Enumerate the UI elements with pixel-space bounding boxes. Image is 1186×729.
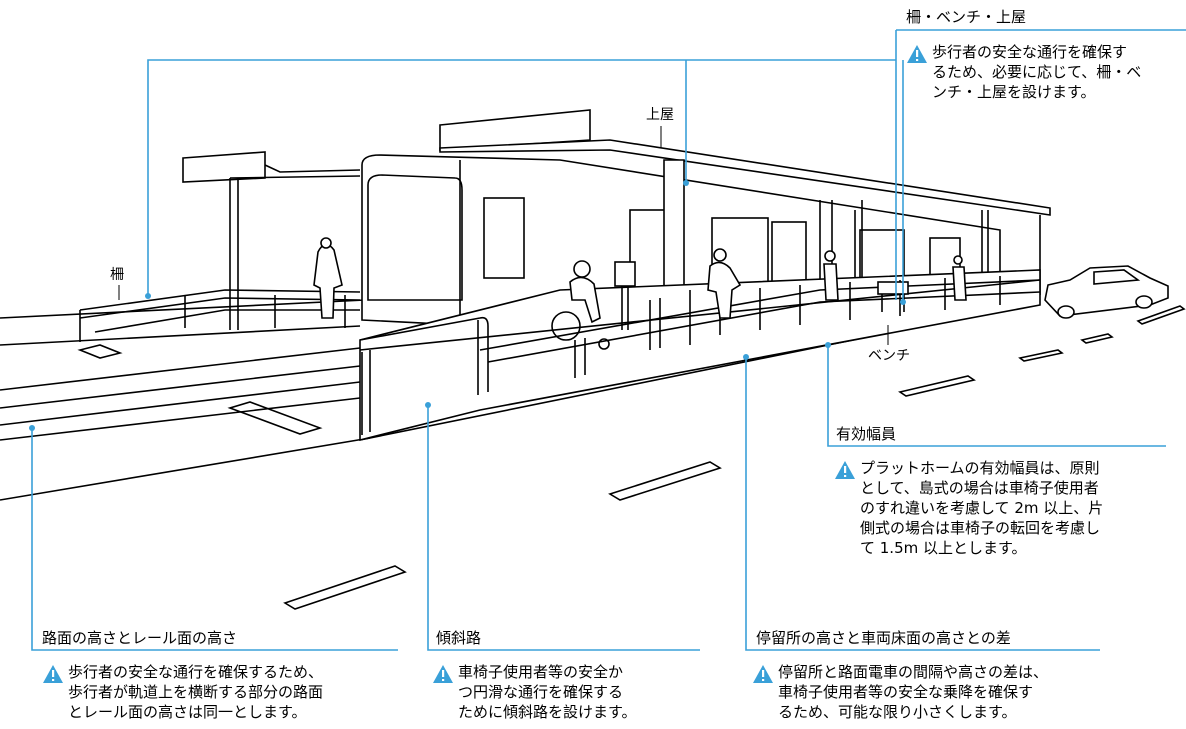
roof-label: 上屋 bbox=[646, 107, 674, 123]
ramp-title: 傾斜路 bbox=[436, 629, 482, 647]
warning-triangle-icon bbox=[907, 45, 927, 63]
warning-triangle-icon bbox=[753, 665, 773, 683]
road-rail-note: 歩行者の安全な通行を確保するため、 歩行者が軌道上を横断する部分の路面 とレール… bbox=[42, 662, 422, 722]
callout-lines bbox=[29, 29, 1186, 651]
ramp bbox=[359, 248, 1041, 442]
effective-width-title: 有効幅員 bbox=[836, 425, 897, 443]
warning-triangle-icon bbox=[43, 665, 63, 683]
road-rail-text: 歩行者の安全な通行を確保するため、 歩行者が軌道上を横断する部分の路面 とレール… bbox=[68, 663, 324, 721]
fence-bench-roof-text: 歩行者の安全な通行を確保す るため、必要に応じて、柵・ベ ンチ・上屋を設けます。 bbox=[932, 43, 1142, 101]
stop-height-text: 停留所と路面電車の間隔や高さの差は、 車椅子使用者等の安全な乗降を確保す るため… bbox=[778, 663, 1049, 721]
ramp-note: 車椅子使用者等の安全か つ円滑な通行を確保する ために傾斜路を設けます。 bbox=[432, 662, 712, 722]
bench-label: ベンチ bbox=[868, 348, 910, 364]
effective-width-note: プラットホームの有効幅員は、原則 として、島式の場合は車椅子使用者 のすれ違いを… bbox=[834, 458, 1174, 558]
effective-width-text: プラットホームの有効幅員は、原則 として、島式の場合は車椅子使用者 のすれ違いを… bbox=[860, 459, 1104, 557]
road-rail-title: 路面の高さとレール面の高さ bbox=[42, 629, 238, 647]
warning-triangle-icon bbox=[433, 665, 453, 683]
fence-label: 柵 bbox=[110, 267, 124, 283]
fence-bench-roof-note: 歩行者の安全な通行を確保す るため、必要に応じて、柵・ベ ンチ・上屋を設けます。 bbox=[906, 42, 1186, 102]
car bbox=[1044, 265, 1169, 319]
stop-height-note: 停留所と路面電車の間隔や高さの差は、 車椅子使用者等の安全な乗降を確保す るため… bbox=[752, 662, 1132, 722]
ramp-text: 車椅子使用者等の安全か つ円滑な通行を確保する ために傾斜路を設けます。 bbox=[458, 663, 637, 721]
warning-triangle-icon bbox=[835, 461, 855, 479]
label-ticks bbox=[118, 126, 889, 345]
stop-height-title: 停留所の高さと車両床面の高さとの差 bbox=[756, 629, 1011, 647]
left-platform bbox=[79, 151, 361, 342]
fence-bench-roof-title: 柵・ベンチ・上屋 bbox=[906, 8, 1027, 26]
